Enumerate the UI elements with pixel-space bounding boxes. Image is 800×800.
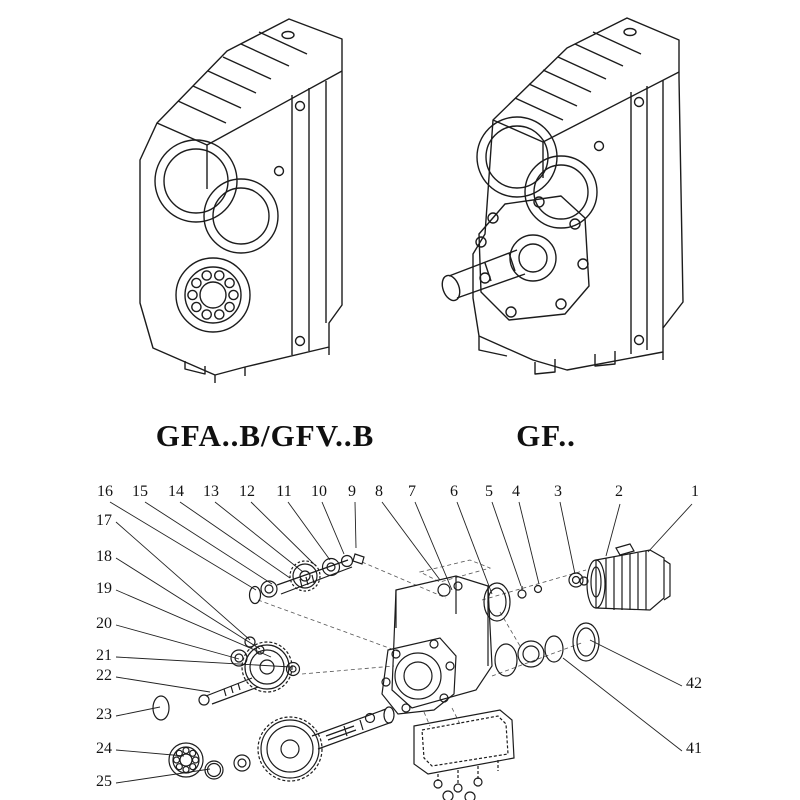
callout-1: 1 xyxy=(691,483,699,500)
side-ribs xyxy=(291,81,327,355)
motor xyxy=(579,543,671,611)
callout-22: 22 xyxy=(96,667,112,684)
model-label-right: GF.. xyxy=(516,418,576,453)
callout-20: 20 xyxy=(96,615,112,632)
mounting-feet xyxy=(478,336,664,375)
callout-42: 42 xyxy=(686,675,702,692)
callout-19: 19 xyxy=(96,580,112,597)
output-shaft-assembly xyxy=(168,706,395,782)
model-label-left: GFA..B/GFV..B xyxy=(155,418,375,453)
callout-10: 10 xyxy=(311,483,327,500)
output-bearing xyxy=(175,257,251,333)
gearbox-iso-drawing-gf-svg xyxy=(441,17,684,375)
gearbox-iso-drawing-gfab xyxy=(95,5,370,390)
gearbox-iso-drawing-gfab-svg xyxy=(139,18,343,383)
callout-6: 6 xyxy=(450,483,458,500)
output-shaft xyxy=(441,249,526,302)
alignment-axes xyxy=(257,559,587,727)
gearbox-iso-drawing-gf xyxy=(415,2,715,394)
intermediate-gear-cluster xyxy=(152,636,301,721)
callout-16: 16 xyxy=(97,483,113,500)
callout-25: 25 xyxy=(96,773,112,790)
output-bearing-stack xyxy=(494,622,600,677)
callout-5: 5 xyxy=(485,483,493,500)
callout-17: 17 xyxy=(96,512,112,529)
mounting-feet xyxy=(184,347,330,383)
side-ribs xyxy=(630,80,664,354)
callout-23: 23 xyxy=(96,706,112,723)
exploded-view-svg xyxy=(109,501,693,800)
callout-8: 8 xyxy=(375,483,383,500)
callout-15: 15 xyxy=(132,483,148,500)
callout-11: 11 xyxy=(276,483,292,500)
callout-12: 12 xyxy=(239,483,255,500)
callout-13: 13 xyxy=(203,483,219,500)
leader-lines xyxy=(109,501,693,784)
roof-ribs xyxy=(177,31,308,124)
flange-gasket-and-bolts xyxy=(483,572,584,622)
callout-18: 18 xyxy=(96,548,112,565)
output-flange xyxy=(475,195,590,321)
callout-24: 24 xyxy=(96,740,112,757)
exploded-view-drawing xyxy=(0,468,800,800)
callout-21: 21 xyxy=(96,647,112,664)
gearbox-body xyxy=(441,17,684,375)
gearbox-body xyxy=(139,18,343,383)
callout-14: 14 xyxy=(168,483,184,500)
callout-7: 7 xyxy=(408,483,416,500)
callout-2: 2 xyxy=(615,483,623,500)
callout-3: 3 xyxy=(554,483,562,500)
bottom-cover-plate xyxy=(413,709,515,800)
gear-housing xyxy=(381,575,493,715)
callout-41: 41 xyxy=(686,740,702,757)
callout-4: 4 xyxy=(512,483,520,500)
roof-ribs xyxy=(514,31,642,121)
input-shaft-assembly xyxy=(248,553,365,605)
callout-9: 9 xyxy=(348,483,356,500)
motor-fins xyxy=(605,551,647,610)
